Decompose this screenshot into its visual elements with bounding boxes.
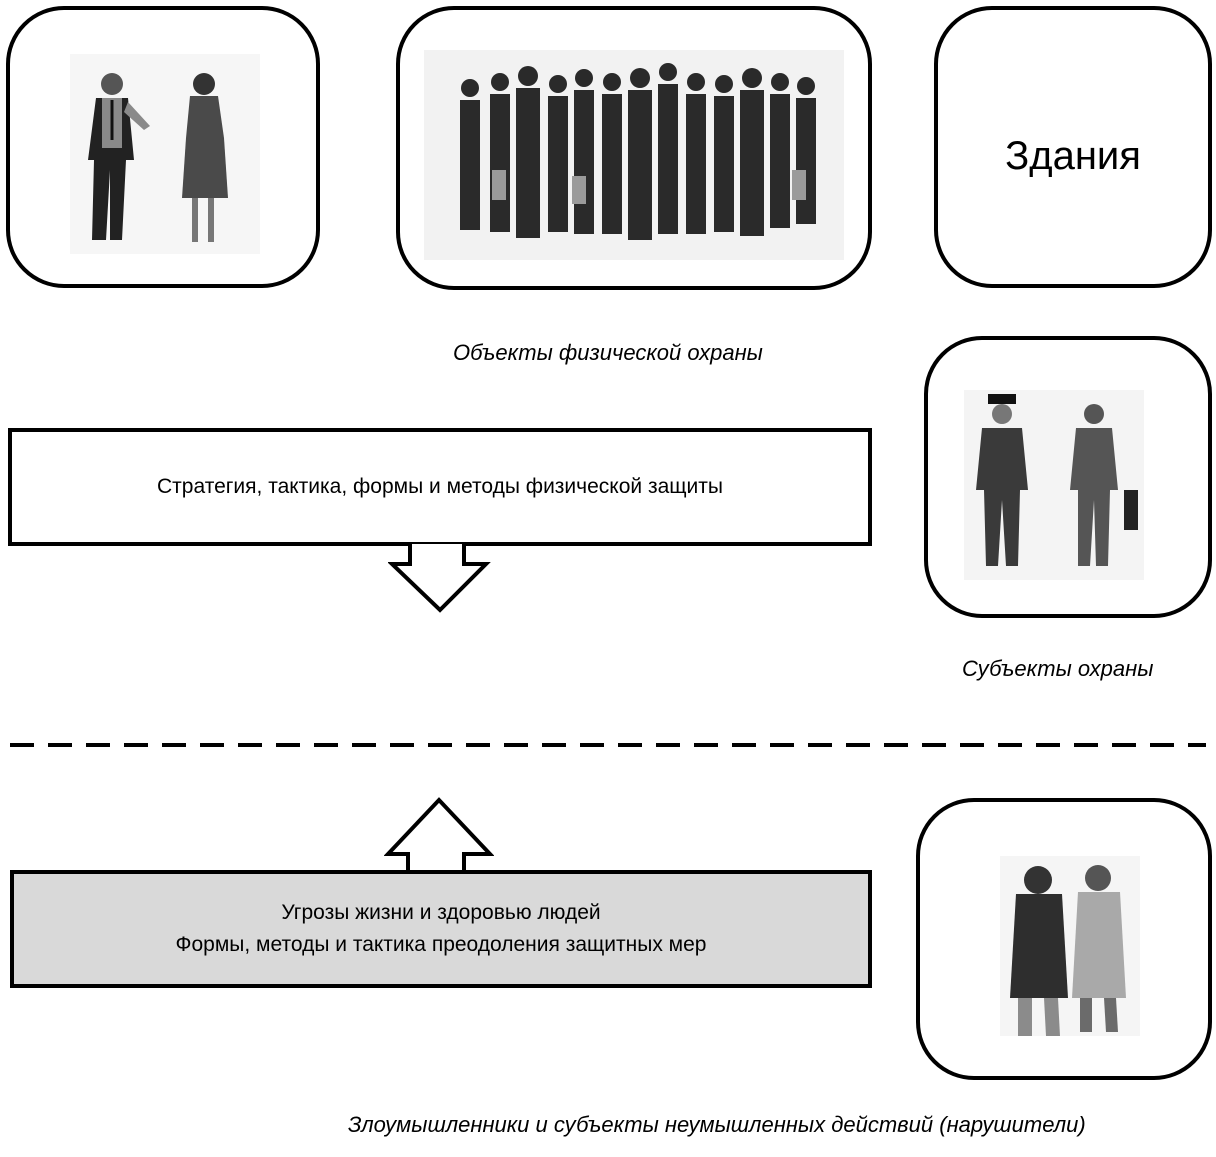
threats-box: Угрозы жизни и здоровью людей Формы, мет… xyxy=(10,870,872,988)
security-subjects-card xyxy=(924,336,1212,618)
protected-objects-caption: Объекты физической охраны xyxy=(453,340,763,365)
arrow-down-icon xyxy=(388,544,491,613)
separator-dashed-line xyxy=(10,743,1206,747)
crowd-card xyxy=(396,6,872,290)
buildings-card: Здания xyxy=(934,6,1212,288)
threats-line-2: Формы, методы и тактика преодоления защи… xyxy=(175,933,707,956)
hooded-figures-icon xyxy=(1000,856,1140,1036)
people-card xyxy=(6,6,320,288)
strategy-text: Стратегия, тактика, формы и методы физич… xyxy=(157,475,723,498)
guard-and-manager-icon xyxy=(964,390,1144,580)
security-subjects-caption: Субъекты охраны xyxy=(962,656,1154,681)
threats-line-1: Угрозы жизни и здоровью людей xyxy=(281,901,601,924)
business-couple-icon xyxy=(70,54,260,254)
arrow-up-icon xyxy=(384,797,494,874)
strategy-box: Стратегия, тактика, формы и методы физич… xyxy=(8,428,872,546)
violators-caption: Злоумышленники и субъекты неумышленных д… xyxy=(348,1112,1086,1137)
business-crowd-icon xyxy=(424,50,844,260)
violators-card xyxy=(916,798,1212,1080)
buildings-label: Здания xyxy=(1005,134,1141,178)
